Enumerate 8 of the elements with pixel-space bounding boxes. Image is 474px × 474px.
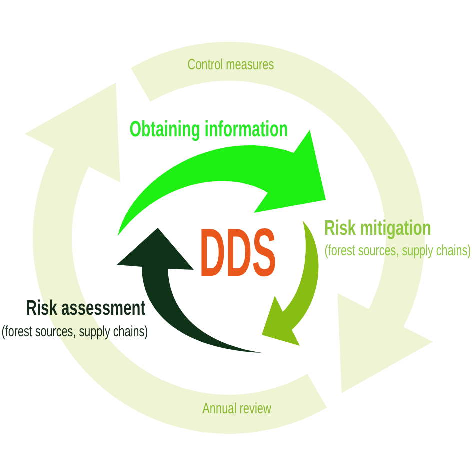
step-note: (forest sources, supply chains) (324, 242, 472, 260)
step-label: Risk mitigation (324, 216, 432, 242)
step-label: Risk assessment (26, 296, 146, 322)
center-title: DDS (199, 219, 277, 287)
band-label: Annual review (202, 400, 272, 418)
band-label: Control measures (188, 56, 274, 74)
step-label: Obtaining information (130, 116, 288, 142)
step-note: (forest sources, supply chains) (2, 323, 148, 341)
